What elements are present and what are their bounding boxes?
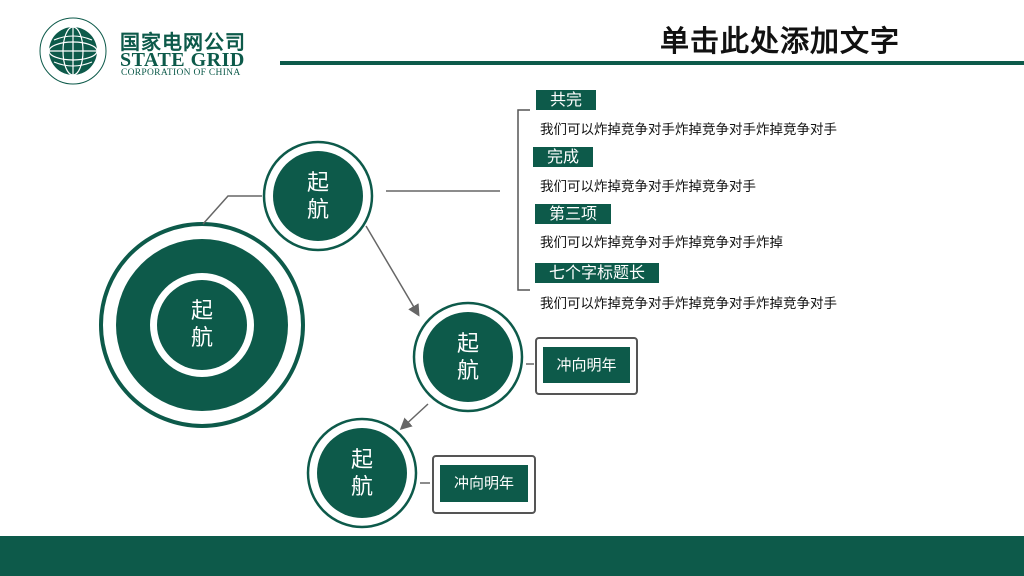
middle-node-core bbox=[423, 312, 513, 402]
item-2-tag: 完成 bbox=[533, 147, 594, 167]
item-2-desc: 我们可以炸掉竞争对手炸掉竞争对手 bbox=[540, 179, 756, 195]
main-outer-ring bbox=[99, 222, 305, 428]
middle-label-text: 冲向明年 bbox=[543, 347, 630, 383]
item-4-tag: 七个字标题长 bbox=[535, 263, 660, 283]
middle-label-box: 冲向明年 bbox=[535, 337, 638, 395]
top-node-core bbox=[273, 151, 363, 241]
bottom-node-label: 起航 bbox=[350, 448, 373, 500]
main-to-top-connector bbox=[202, 195, 262, 225]
main-core bbox=[157, 280, 247, 370]
bottom-label-text: 冲向明年 bbox=[440, 465, 528, 502]
logo-subtitle: CORPORATION OF CHINA bbox=[121, 68, 241, 78]
bottom-label-box: 冲向明年 bbox=[432, 455, 536, 514]
item-3-desc: 我们可以炸掉竞争对手炸掉竞争对手炸掉 bbox=[540, 235, 783, 251]
list-bracket bbox=[517, 109, 530, 291]
state-grid-logo-icon bbox=[38, 16, 108, 86]
top-node-label: 起航 bbox=[306, 171, 329, 223]
middle-to-bottom-arrow bbox=[399, 403, 429, 431]
logo-chinese-name: 国家电网公司 bbox=[120, 30, 246, 54]
main-node-label: 起航 bbox=[190, 299, 213, 351]
middle-node-label: 起航 bbox=[456, 332, 479, 384]
top-to-middle-arrow bbox=[365, 225, 420, 317]
logo-english-name: STATE GRID bbox=[120, 49, 245, 71]
footer-bar bbox=[0, 536, 1024, 576]
bottom-node-core bbox=[317, 428, 407, 518]
item-3-tag: 第三项 bbox=[535, 204, 612, 224]
header-divider bbox=[280, 61, 1024, 65]
item-4-desc: 我们可以炸掉竞争对手炸掉竞争对手炸掉竞争对手 bbox=[540, 296, 837, 312]
item-1-desc: 我们可以炸掉竞争对手炸掉竞争对手炸掉竞争对手 bbox=[540, 122, 837, 138]
item-1-tag: 共完 bbox=[536, 90, 597, 110]
page-title[interactable]: 单击此处添加文字 bbox=[660, 24, 901, 58]
